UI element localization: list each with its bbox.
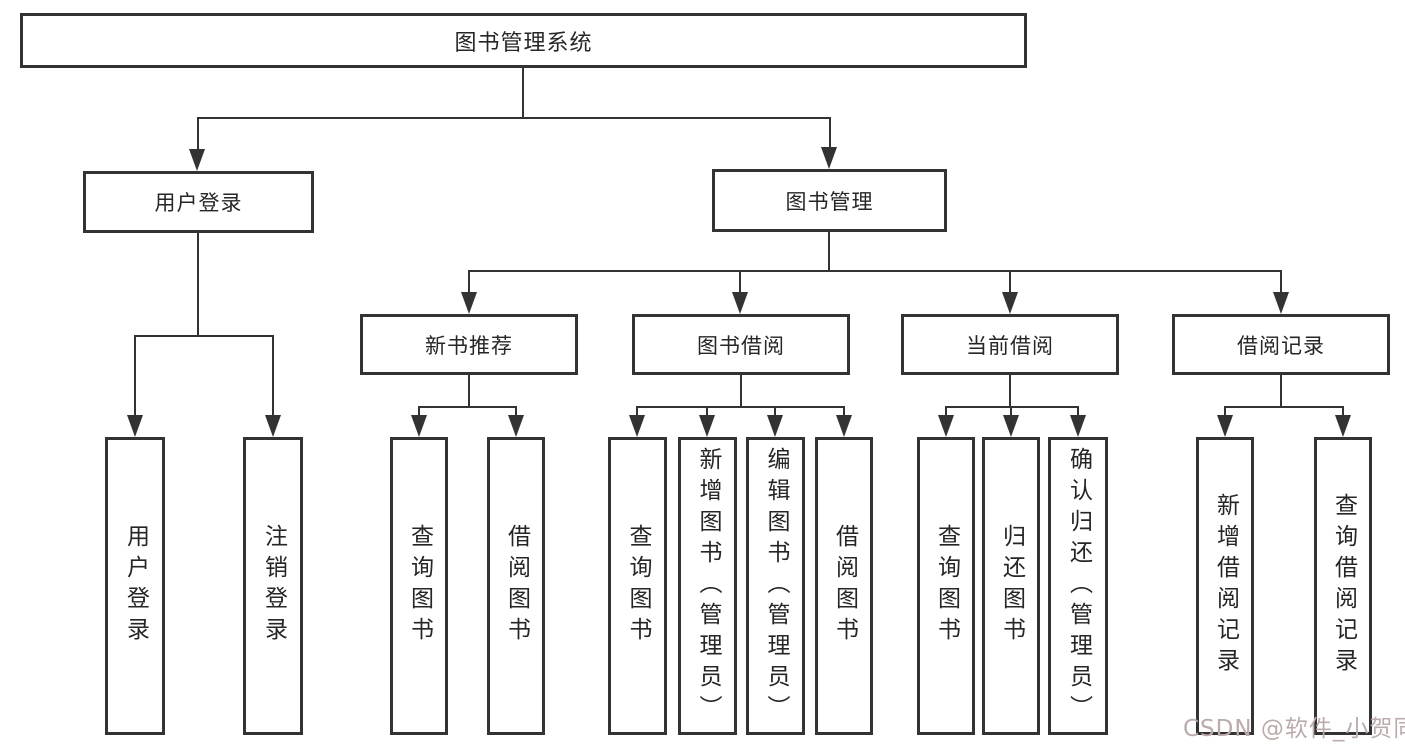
arrow-down-icon xyxy=(1217,415,1233,437)
connector-book-management-stem xyxy=(828,232,830,271)
connector-drop-leaf xyxy=(636,406,638,417)
leaf-borrow-books: 借阅图书 xyxy=(487,437,545,735)
node-book-management: 图书管理 xyxy=(712,169,947,232)
arrow-down-icon xyxy=(508,415,524,437)
connector-drop-leaf xyxy=(418,406,420,417)
leaf-add-borrow-record: 新增借阅记录 xyxy=(1196,437,1254,735)
connector-drop-user-login xyxy=(197,117,199,150)
arrow-down-icon xyxy=(732,292,748,314)
leaf-query-books: 查询图书 xyxy=(390,437,448,735)
arrow-down-icon xyxy=(1002,292,1018,314)
connector-drop-level3 xyxy=(468,270,470,294)
connector-drop-leaf xyxy=(1224,406,1226,417)
arrow-down-icon xyxy=(189,149,205,171)
node-new-book-recommend-label: 新书推荐 xyxy=(425,333,513,358)
node-user-login-label: 用户登录 xyxy=(154,191,243,215)
connector-group-rail xyxy=(636,406,845,408)
node-root-label: 图书管理系统 xyxy=(454,30,593,56)
arrow-down-icon xyxy=(699,415,715,437)
node-book-borrow-label: 图书借阅 xyxy=(697,333,785,358)
leaf-return-books: 归还图书 xyxy=(982,437,1040,735)
leaf-edit-book-admin: 编辑图书（管理员） xyxy=(746,437,805,735)
arrow-down-icon xyxy=(767,415,783,437)
node-borrow-records-label: 借阅记录 xyxy=(1237,333,1325,358)
connector-drop-leaf xyxy=(515,406,517,417)
connector-group-stem xyxy=(740,375,742,408)
connector-drop-leaf xyxy=(1342,406,1344,417)
node-current-borrow: 当前借阅 xyxy=(901,314,1119,375)
leaf-label: 借阅图书 xyxy=(503,524,530,648)
connector-root-stem xyxy=(522,68,524,118)
arrow-down-icon xyxy=(265,415,281,437)
arrow-down-icon xyxy=(1273,292,1289,314)
leaf-query-books: 查询图书 xyxy=(917,437,975,735)
arrow-down-icon xyxy=(938,415,954,437)
arrow-down-icon xyxy=(127,415,143,437)
node-new-book-recommend: 新书推荐 xyxy=(360,314,578,375)
arrow-down-icon xyxy=(1003,415,1019,437)
leaf-query-borrow-record: 查询借阅记录 xyxy=(1314,437,1372,735)
leaf-user-login: 用户登录 xyxy=(105,437,165,735)
connector-drop-book-management xyxy=(829,117,831,148)
arrow-down-icon xyxy=(1070,415,1086,437)
arrow-down-icon xyxy=(836,415,852,437)
leaf-label: 查询图书 xyxy=(625,524,651,648)
node-current-borrow-label: 当前借阅 xyxy=(966,333,1054,358)
connector-group-rail xyxy=(418,406,517,408)
leaf-label: 用户登录 xyxy=(122,524,149,648)
arrow-down-icon xyxy=(411,415,427,437)
node-borrow-records: 借阅记录 xyxy=(1172,314,1390,375)
leaf-label: 确认归还（管理员） xyxy=(1065,446,1092,726)
connector-drop-level3 xyxy=(739,270,741,294)
node-user-login: 用户登录 xyxy=(83,171,314,233)
arrow-down-icon xyxy=(461,292,477,314)
connector-drop-leaf xyxy=(706,406,708,417)
leaf-label: 查询图书 xyxy=(406,524,433,648)
leaf-label: 新增借阅记录 xyxy=(1212,493,1239,679)
connector-drop-leaf xyxy=(1077,406,1079,417)
connector-drop-leaf xyxy=(134,335,136,415)
leaf-label: 查询借阅记录 xyxy=(1330,493,1357,679)
connector-group-rail xyxy=(945,406,1079,408)
connector-group-rail xyxy=(1224,406,1344,408)
leaf-query-books: 查询图书 xyxy=(608,437,667,735)
leaf-label: 归还图书 xyxy=(998,524,1025,648)
connector-drop-leaf xyxy=(1010,406,1012,417)
leaf-label: 新增图书（管理员） xyxy=(695,446,721,726)
node-book-management-label: 图书管理 xyxy=(785,189,874,214)
connector-drop-leaf xyxy=(774,406,776,417)
csdn-watermark: CSDN @软件_小贺同学 xyxy=(1183,716,1405,742)
connector-drop-leaf xyxy=(843,406,845,417)
leaf-label: 借阅图书 xyxy=(831,524,858,648)
connector-user-login-rail xyxy=(134,335,274,337)
arrow-down-icon xyxy=(821,147,837,169)
connector-group-stem xyxy=(1280,375,1282,408)
leaf-label: 查询图书 xyxy=(933,524,960,648)
node-root: 图书管理系统 xyxy=(20,13,1027,68)
leaf-add-book-admin: 新增图书（管理员） xyxy=(678,437,737,735)
leaf-label: 注销登录 xyxy=(260,524,287,648)
leaf-label: 编辑图书（管理员） xyxy=(763,446,789,726)
leaf-borrow-books: 借阅图书 xyxy=(815,437,873,735)
connector-book-management-rail xyxy=(468,270,1281,272)
leaf-confirm-return-admin: 确认归还（管理员） xyxy=(1048,437,1108,735)
connector-drop-level3 xyxy=(1009,270,1011,294)
connector-group-stem xyxy=(468,375,470,408)
leaf-logout: 注销登录 xyxy=(243,437,303,735)
connector-group-stem xyxy=(1009,375,1011,408)
connector-drop-level3 xyxy=(1280,270,1282,294)
node-book-borrow: 图书借阅 xyxy=(632,314,850,375)
connector-drop-leaf xyxy=(272,335,274,415)
arrow-down-icon xyxy=(629,415,645,437)
arrow-down-icon xyxy=(1335,415,1351,437)
connector-root-rail xyxy=(197,117,831,119)
connector-drop-leaf xyxy=(945,406,947,417)
connector-user-login-stem xyxy=(197,233,199,337)
